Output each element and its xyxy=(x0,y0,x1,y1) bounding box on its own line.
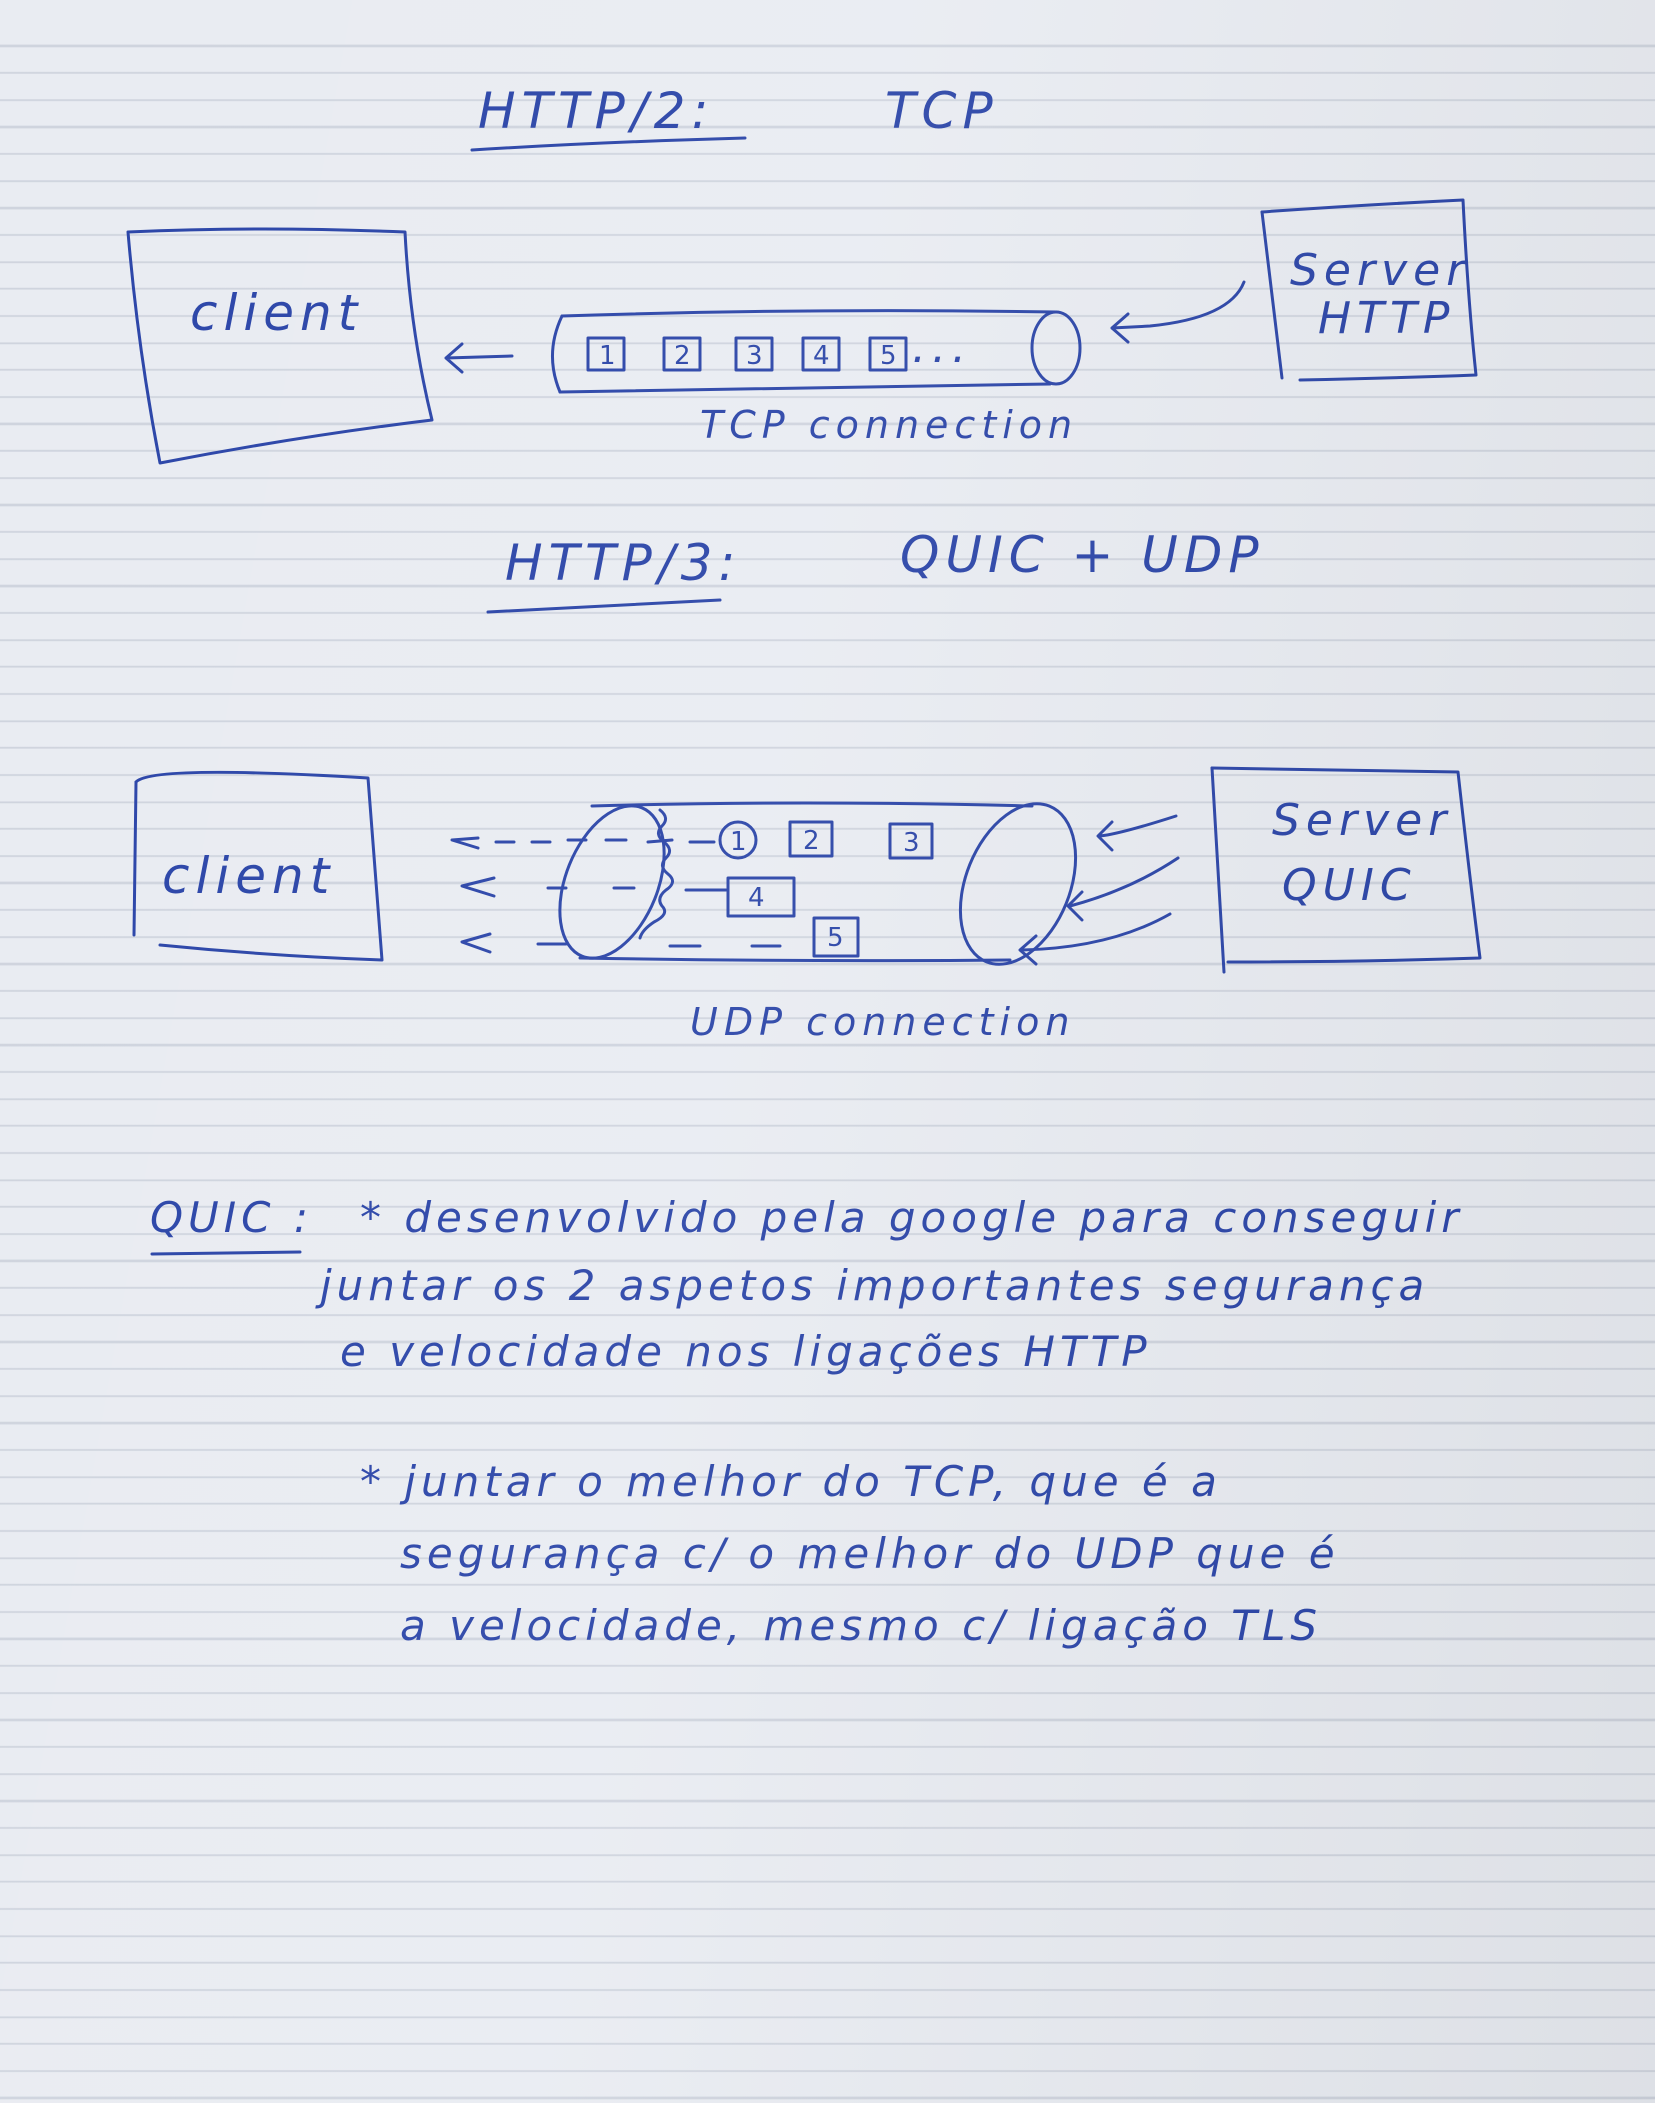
tcp-packet-number: 1 xyxy=(599,341,616,371)
tcp-arrow-from-server xyxy=(1110,280,1246,344)
arrow xyxy=(1018,912,1172,966)
http3-section: HTTP/3: QUIC + UDP client Server QUIC 1 … xyxy=(132,526,1482,1044)
notes-line-4: * juntar o melhor do TCP, que é a xyxy=(360,1457,1222,1506)
quic-stream xyxy=(788,820,834,858)
notes-line-5: segurança c/ o melhor do UDP que é xyxy=(400,1529,1340,1578)
arrow xyxy=(1066,856,1180,922)
http3-protocol: QUIC + UDP xyxy=(900,526,1265,584)
dashed-line xyxy=(546,886,728,892)
http2-server-label-2: HTTP xyxy=(1318,293,1455,344)
quic-stream-number: 1 xyxy=(730,827,747,857)
http3-client-box xyxy=(134,770,384,962)
tcp-packet xyxy=(662,336,702,372)
tcp-packet xyxy=(734,336,774,372)
tcp-tube-bottom xyxy=(558,382,1052,394)
quic-stream xyxy=(812,916,860,958)
http3-server-box-left xyxy=(1210,766,1226,974)
http2-server-label-1: Server xyxy=(1290,245,1470,296)
tcp-packet-number: 4 xyxy=(813,341,830,371)
tcp-packet xyxy=(586,336,626,372)
tcp-packets-ellipsis: ... xyxy=(912,322,972,373)
http2-client-box xyxy=(126,227,434,465)
tcp-tube-top xyxy=(560,309,1058,318)
http2-server-box xyxy=(1260,198,1478,382)
udp-tube-left-end xyxy=(558,804,666,960)
tcp-tube-right-end xyxy=(1030,310,1082,386)
http3-server-label-1: Server xyxy=(1272,795,1452,846)
quic-streams: 1 2 3 4 5 xyxy=(718,820,934,958)
tcp-packet-number: 2 xyxy=(674,341,691,371)
http2-title-underline xyxy=(470,136,747,152)
tcp-connection-label: TCP connection xyxy=(700,403,1078,447)
quic-stream-number: 4 xyxy=(748,883,765,913)
http3-client-label: client xyxy=(162,847,335,905)
tcp-packet-number: 5 xyxy=(880,341,897,371)
tcp-packet xyxy=(801,336,841,372)
http2-protocol: TCP xyxy=(885,82,999,140)
udp-arrows-from-server xyxy=(1018,814,1180,966)
tcp-arrow-to-client xyxy=(444,342,514,374)
arrow xyxy=(1096,814,1178,852)
quic-stream-circle xyxy=(718,820,758,860)
dashed-line xyxy=(494,838,716,844)
quic-stream-number: 3 xyxy=(903,828,920,858)
quic-stream xyxy=(888,822,934,860)
notes-line-3: e velocidade nos ligações HTTP xyxy=(340,1327,1152,1376)
http3-server-box xyxy=(1210,766,1482,964)
quic-stream xyxy=(726,876,796,918)
udp-tube-top xyxy=(590,801,1034,808)
quic-stream-number: 5 xyxy=(827,923,844,953)
tcp-tube-left-end xyxy=(550,314,564,394)
tcp-packet-number: 3 xyxy=(746,341,763,371)
http3-client-box-left xyxy=(132,780,138,937)
http3-title: HTTP/3: xyxy=(505,534,741,592)
dashed-line xyxy=(536,942,782,948)
notes-heading: QUIC : xyxy=(150,1193,313,1242)
http2-title: HTTP/2: xyxy=(478,82,714,140)
http2-section: HTTP/2: TCP client Server HTTP 1 2 3 4 5… xyxy=(126,82,1478,465)
udp-tube-right-end xyxy=(958,802,1078,966)
quic-stream-number: 2 xyxy=(803,826,820,856)
notes-line-1: * desenvolvido pela google para consegui… xyxy=(360,1193,1464,1242)
quic-notes: QUIC : * desenvolvido pela google para c… xyxy=(150,1193,1464,1650)
udp-arrows-to-client xyxy=(450,836,782,954)
udp-tube-bottom xyxy=(578,956,1012,963)
arrow-head xyxy=(450,836,480,850)
arrow-head xyxy=(460,932,492,954)
arrow-head xyxy=(460,876,496,898)
tcp-packet xyxy=(868,336,908,372)
notes-line-6: a velocidade, mesmo c/ ligação TLS xyxy=(400,1601,1322,1650)
udp-connection-label: UDP connection xyxy=(690,1000,1075,1044)
http3-server-label-2: QUIC xyxy=(1282,860,1417,911)
notes-line-2: juntar os 2 aspetos importantes seguranç… xyxy=(315,1261,1429,1310)
http3-title-underline xyxy=(486,598,722,614)
notes-heading-underline xyxy=(150,1250,302,1256)
http2-client-label: client xyxy=(190,284,363,342)
tcp-packets: 1 2 3 4 5 ... xyxy=(586,322,972,373)
http2-server-box-left xyxy=(1260,210,1284,380)
udp-tube-left-wavy-edge xyxy=(638,808,674,940)
